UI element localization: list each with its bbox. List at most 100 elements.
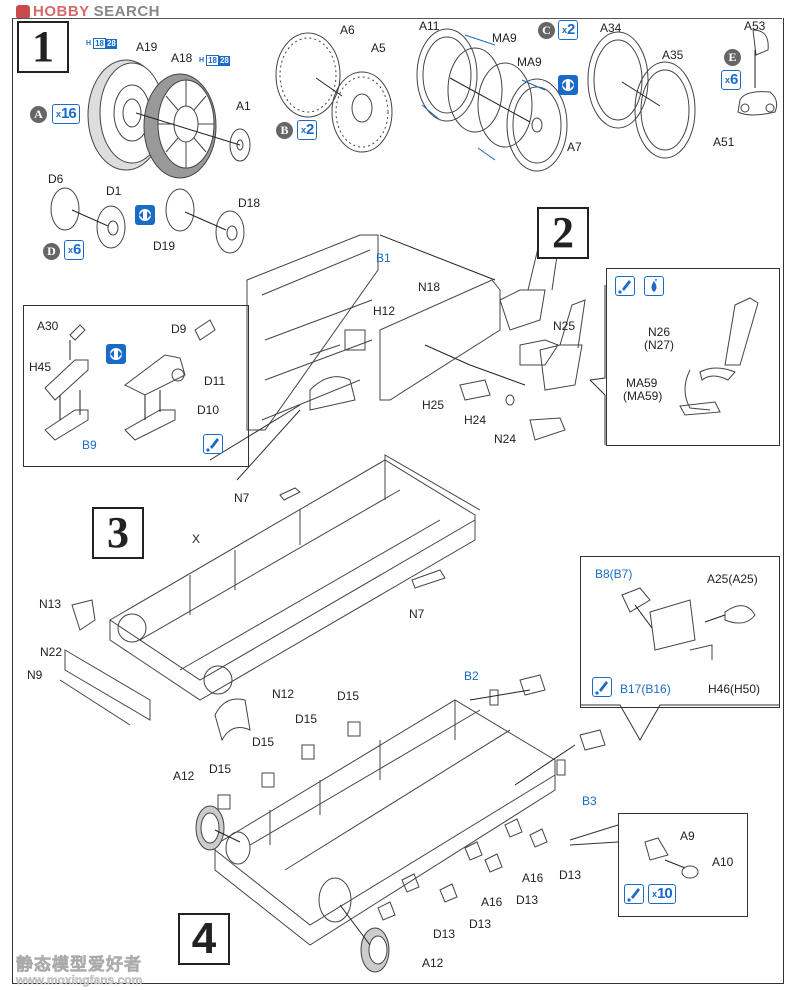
part-label: B9 <box>82 438 97 452</box>
part-label: D11 <box>204 374 226 388</box>
part-label: A1 <box>236 99 251 113</box>
quantity-badge-a9: x10 <box>648 884 676 904</box>
count-prefix: x <box>562 25 568 35</box>
symmetric-assembly-icon <box>558 75 578 95</box>
part-label: H46(H50) <box>708 682 761 696</box>
part-label: N9 <box>27 668 43 682</box>
part-label: (N27) <box>644 338 675 352</box>
part-label: H12 <box>373 304 396 318</box>
part-label: A16 <box>481 895 503 909</box>
quantity-badge-c: x2 <box>558 20 579 40</box>
glue-brush-icon <box>595 681 608 695</box>
inset-b8-detail <box>580 556 780 708</box>
quantity-badge-b: x2 <box>297 120 318 140</box>
part-label: D1 <box>106 184 122 198</box>
part-label: B3 <box>582 794 597 808</box>
part-label: A9 <box>680 829 695 843</box>
subassembly-badge-a: A <box>30 106 47 123</box>
count-value: 10 <box>657 885 673 902</box>
quantity-badge-e: x6 <box>721 70 742 90</box>
part-label: D15 <box>209 762 232 776</box>
part-label: (MA59) <box>623 389 663 403</box>
part-label: H45 <box>29 360 52 374</box>
glue-drop-icon <box>651 279 657 292</box>
part-label: A7 <box>567 140 582 154</box>
part-label: B2 <box>464 669 479 683</box>
part-label: D18 <box>238 196 261 210</box>
color-chip-2: H 18 28 <box>199 55 230 66</box>
part-label: N18 <box>418 280 441 294</box>
hobby-search-logo: HOBBY SEARCH <box>16 3 160 20</box>
part-label: A16 <box>522 871 544 885</box>
part-label: B8(B7) <box>595 567 633 581</box>
part-label: N26 <box>648 325 671 339</box>
part-label: A5 <box>371 41 386 55</box>
part-label: A19 <box>136 40 158 54</box>
part-label: MA9 <box>517 55 542 69</box>
part-label: N22 <box>40 645 63 659</box>
logo-brand: HOBBY <box>33 3 90 20</box>
part-label: A12 <box>173 769 195 783</box>
part-label: A53 <box>744 19 766 33</box>
part-label: D15 <box>337 689 360 703</box>
part-label: B1 <box>376 251 391 265</box>
cement-icon <box>592 677 612 697</box>
part-label: A12 <box>422 956 444 970</box>
chip-prefix: H <box>86 40 92 47</box>
subassembly-badge-d: D <box>43 243 60 260</box>
chip-code2: 28 <box>105 38 117 49</box>
part-label: X <box>192 532 201 546</box>
part-label: A35 <box>662 48 684 62</box>
subassembly-badge-b: B <box>276 122 293 139</box>
part-label: A10 <box>712 855 734 869</box>
part-label: A18 <box>171 51 193 65</box>
count-prefix: x <box>725 75 731 85</box>
double-arrow-icon <box>139 209 151 221</box>
part-label: H25 <box>422 398 445 412</box>
part-label: N12 <box>272 687 295 701</box>
super-glue-icon <box>644 276 664 296</box>
part-label: MA59 <box>626 376 658 390</box>
part-label: N7 <box>409 607 425 621</box>
subassembly-badge-c: C <box>538 22 555 39</box>
part-label: D13 <box>559 868 582 882</box>
watermark-chinese: 静态模型爱好者 <box>16 955 142 975</box>
chip-code2: 28 <box>218 55 230 66</box>
cement-icon <box>624 884 644 904</box>
subassembly-badge-e: E <box>724 49 741 66</box>
count-value: 2 <box>306 121 314 138</box>
double-arrow-icon <box>110 348 122 360</box>
watermark-url: www.moxingfans.com <box>16 973 143 987</box>
moxingfans-watermark: 静态模型爱好者 www.moxingfans.com <box>16 950 143 987</box>
count-prefix: x <box>301 125 307 135</box>
part-label: D10 <box>197 403 220 417</box>
part-label: A11 <box>419 19 440 33</box>
step-number-3: 3 <box>92 507 144 559</box>
symmetric-assembly-icon <box>135 205 155 225</box>
logo-brand-2: SEARCH <box>93 3 161 20</box>
count-prefix: x <box>652 889 658 899</box>
part-label: N25 <box>553 319 576 333</box>
part-label: A25(A25) <box>707 572 758 586</box>
inset-a9-detail <box>618 813 748 917</box>
part-label: B17(B16) <box>620 682 671 696</box>
part-label: D15 <box>295 712 318 726</box>
step-number-2: 2 <box>537 207 589 259</box>
inset-right-detail <box>606 268 780 446</box>
count-prefix: x <box>56 109 62 119</box>
flame-icon <box>16 4 30 19</box>
chip-prefix: H <box>199 57 205 64</box>
part-label: N24 <box>494 432 517 446</box>
part-label: MA9 <box>492 31 517 45</box>
part-label: D13 <box>516 893 539 907</box>
part-label: A30 <box>37 319 59 333</box>
part-label: D13 <box>469 917 492 931</box>
part-label: D6 <box>48 172 64 186</box>
cement-icon <box>203 434 223 454</box>
count-value: 6 <box>730 71 738 88</box>
part-label: A34 <box>600 21 622 35</box>
chip-code1: 18 <box>206 55 219 66</box>
part-label: N7 <box>234 491 250 505</box>
part-label: D19 <box>153 239 176 253</box>
glue-brush-icon <box>618 280 631 294</box>
